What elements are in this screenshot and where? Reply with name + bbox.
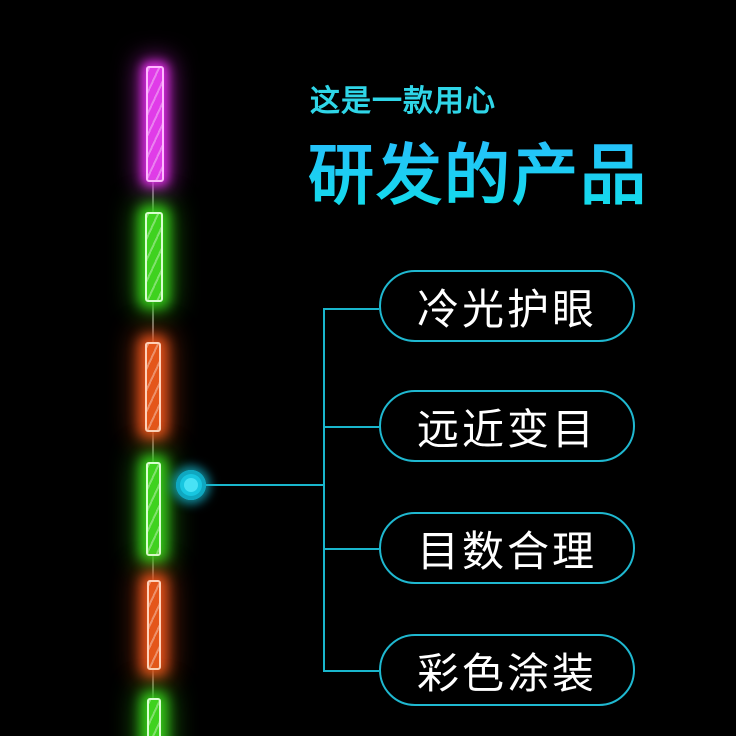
connector-dot-icon xyxy=(176,470,206,500)
rod-segment-green xyxy=(147,698,161,736)
connector-branch xyxy=(323,426,379,428)
rod-segment-magenta xyxy=(146,66,164,182)
heading-subtitle: 这是一款用心 xyxy=(310,84,496,119)
connector-trunk xyxy=(323,308,325,672)
rod-segment-orange xyxy=(145,342,161,432)
connector-branch xyxy=(323,308,379,310)
connector-branch xyxy=(323,548,379,550)
feature-label: 彩色涂装 xyxy=(416,648,597,698)
feature-label: 远近变目 xyxy=(416,404,597,454)
feature-pill-reasonable-marks: 目数合理 xyxy=(379,512,635,584)
feature-pill-cold-light: 冷光护眼 xyxy=(379,270,635,342)
float-rod-line xyxy=(152,170,154,736)
rod-segment-green xyxy=(145,212,163,302)
rod-segment-green xyxy=(146,462,161,556)
feature-pill-distance-visibility: 远近变目 xyxy=(379,390,635,462)
rod-segment-orange xyxy=(147,580,161,670)
heading-title: 研发的产品 xyxy=(308,122,648,218)
feature-label: 目数合理 xyxy=(416,526,597,576)
connector-line xyxy=(206,484,324,486)
connector-branch xyxy=(323,670,379,672)
feature-pill-color-coating: 彩色涂装 xyxy=(379,634,635,706)
feature-label: 冷光护眼 xyxy=(416,284,597,334)
